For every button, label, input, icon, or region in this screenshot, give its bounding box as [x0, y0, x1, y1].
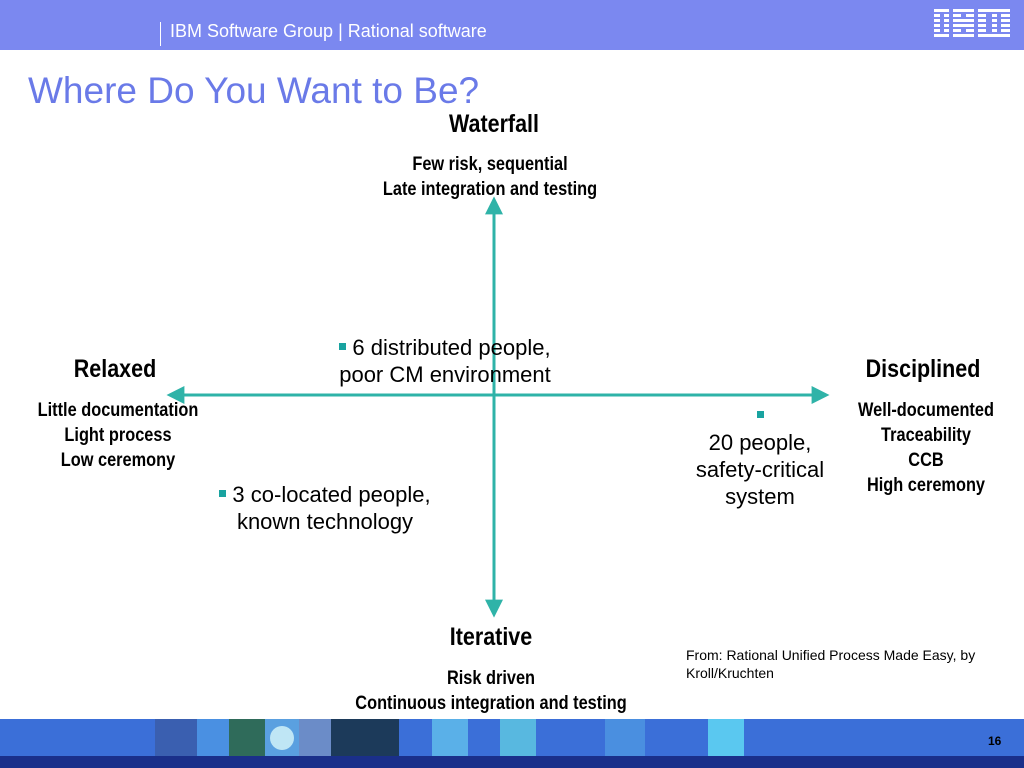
footer-image-tile — [331, 719, 399, 756]
disciplined-line-3: CCB — [908, 450, 944, 471]
footer-image-tile — [432, 719, 468, 756]
point-distributed: 6 distributed people, poor CM environmen… — [300, 334, 590, 388]
relaxed-line-1: Little documentation — [37, 400, 199, 421]
footer-image-tile — [197, 719, 229, 756]
footer-image-tile — [229, 719, 265, 756]
disciplined-line-2: Traceability — [881, 425, 971, 446]
point-co-located-line-2: known technology — [236, 509, 414, 534]
point-safety-line-1: 20 people, — [708, 430, 812, 455]
header-bar: IBM Software Group | Rational software — [0, 0, 1024, 50]
relaxed-line-3: Low ceremony — [60, 450, 176, 471]
disciplined-heading: Disciplined — [865, 355, 981, 383]
header-separator — [160, 22, 161, 46]
relaxed-line-2: Light process — [64, 425, 172, 446]
iterative-line-1: Risk driven — [446, 668, 536, 689]
source-citation: From: Rational Unified Process Made Easy… — [686, 647, 976, 681]
ibm-logo — [934, 9, 1010, 41]
point-distributed-line-1: 6 distributed people, — [300, 334, 590, 361]
footer-image-tile — [155, 719, 197, 756]
footer-image-tile — [500, 719, 536, 756]
iterative-heading: Iterative — [449, 623, 533, 651]
bullet-icon — [756, 410, 764, 418]
waterfall-heading: Waterfall — [448, 110, 540, 138]
footer-image-tile — [605, 719, 645, 756]
point-co-located: 3 co-located people, known technology — [180, 481, 470, 535]
page-number: 16 — [988, 734, 1002, 748]
disciplined-line-1: Well-documented — [858, 400, 994, 421]
footer-image-tile — [708, 719, 744, 756]
waterfall-line-1: Few risk, sequential — [412, 154, 568, 175]
footer-image-tile — [299, 719, 331, 756]
iterative-line-2: Continuous integration and testing — [355, 693, 627, 714]
page-title: Where Do You Want to Be? — [28, 70, 480, 111]
point-distributed-line-2: poor CM environment — [339, 362, 551, 387]
point-safety-line-3: system — [725, 484, 795, 509]
point-safety-line-2: safety-critical — [695, 457, 825, 482]
waterfall-line-2: Late integration and testing — [382, 179, 598, 200]
relaxed-heading: Relaxed — [73, 355, 157, 383]
disciplined-line-4: High ceremony — [866, 475, 986, 496]
point-safety-critical: 20 people, safety-critical system — [670, 402, 850, 510]
point-co-located-line-1: 3 co-located people, — [180, 481, 470, 508]
bullet-icon — [219, 489, 227, 497]
point-safety-bullet — [670, 402, 850, 429]
header-breadcrumb: IBM Software Group | Rational software — [170, 21, 487, 41]
footer-circle-icon — [270, 726, 294, 750]
footer-bottom-band — [0, 756, 1024, 768]
bullet-icon — [339, 342, 347, 350]
